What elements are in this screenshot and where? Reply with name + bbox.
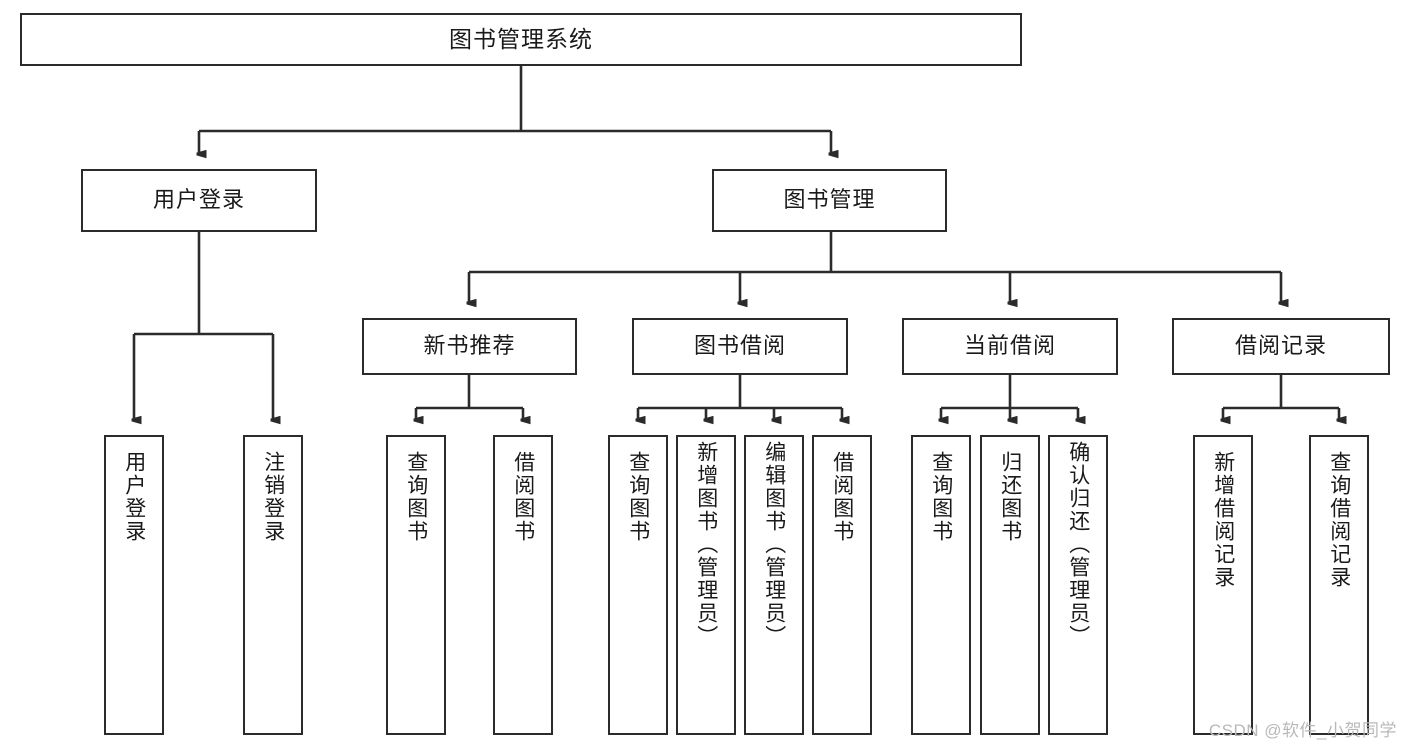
node-label: 当前借阅 — [963, 333, 1056, 359]
leaf-book-borrow-edit-book-admin[interactable]: 编辑图书（管理员） — [744, 435, 804, 735]
node-label: 用户登录 — [122, 451, 146, 543]
leaf-user-login-logout[interactable]: 注销登录 — [243, 435, 303, 735]
leaf-borrow-record-query-record[interactable]: 查询借阅记录 — [1309, 435, 1369, 735]
node-current-borrow[interactable]: 当前借阅 — [902, 318, 1118, 375]
node-label: 查询借阅记录 — [1327, 451, 1351, 589]
node-label: 查询图书 — [929, 451, 953, 543]
leaf-new-book-query-book[interactable]: 查询图书 — [386, 435, 446, 735]
node-user-login[interactable]: 用户登录 — [81, 169, 317, 232]
node-label: 借阅记录 — [1234, 333, 1327, 359]
node-label: 编辑图书（管理员） — [762, 441, 786, 648]
node-label: 查询图书 — [626, 451, 650, 543]
node-book-borrow[interactable]: 图书借阅 — [632, 318, 848, 375]
node-label: 归还图书 — [998, 451, 1022, 543]
node-book-management[interactable]: 图书管理 — [712, 169, 947, 232]
node-label: 图书借阅 — [693, 333, 786, 359]
node-label: 注销登录 — [261, 451, 285, 543]
node-label: 新书推荐 — [423, 333, 516, 359]
leaf-user-login-login[interactable]: 用户登录 — [104, 435, 164, 735]
node-label: 借阅图书 — [830, 451, 854, 543]
node-new-book-recommend[interactable]: 新书推荐 — [362, 318, 577, 375]
node-label: 用户登录 — [152, 187, 245, 213]
leaf-borrow-record-add-record[interactable]: 新增借阅记录 — [1193, 435, 1253, 735]
leaf-current-borrow-return-book[interactable]: 归还图书 — [980, 435, 1040, 735]
leaf-book-borrow-borrow-book[interactable]: 借阅图书 — [812, 435, 872, 735]
node-label: 查询图书 — [404, 451, 428, 543]
leaf-current-borrow-query-book[interactable]: 查询图书 — [911, 435, 971, 735]
node-borrow-record[interactable]: 借阅记录 — [1172, 318, 1390, 375]
leaf-new-book-borrow-book[interactable]: 借阅图书 — [493, 435, 553, 735]
node-label: 新增借阅记录 — [1211, 451, 1235, 589]
leaf-book-borrow-add-book-admin[interactable]: 新增图书（管理员） — [676, 435, 736, 735]
node-label: 借阅图书 — [511, 451, 535, 543]
node-label: 图书管理系统 — [449, 25, 593, 52]
node-root-book-management-system[interactable]: 图书管理系统 — [20, 13, 1022, 66]
leaf-current-borrow-confirm-return-admin[interactable]: 确认归还（管理员） — [1048, 435, 1108, 735]
leaf-book-borrow-query-book[interactable]: 查询图书 — [608, 435, 668, 735]
node-label: 图书管理 — [783, 187, 876, 213]
node-label: 确认归还（管理员） — [1066, 441, 1090, 648]
node-label: 新增图书（管理员） — [694, 441, 718, 648]
